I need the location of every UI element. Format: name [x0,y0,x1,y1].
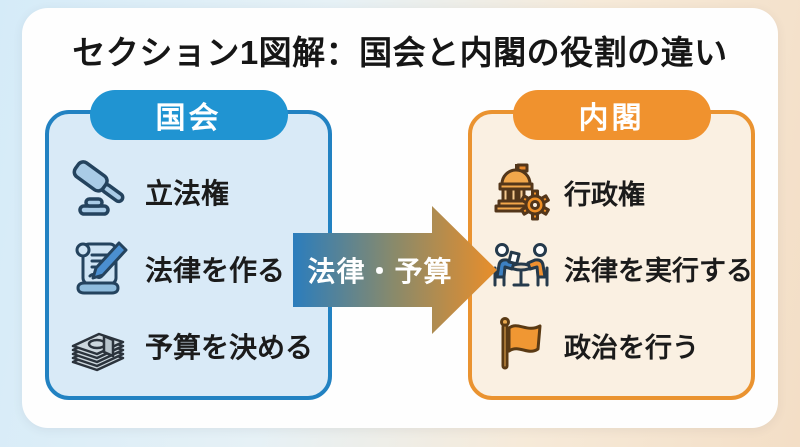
cabinet-panel-rows: 行政権 [472,154,753,384]
cabinet-panel: 内閣 [468,90,755,400]
list-item-label: 法律を作る [145,254,286,286]
list-item-label: 政治を行う [564,333,699,364]
list-item: 法律を作る [49,236,328,302]
cabinet-panel-header: 内閣 [512,90,711,140]
arrow-label: 法律・予算 [307,256,453,287]
list-item-label: 行政権 [564,179,645,210]
diet-panel: 国会 立法権 [45,90,332,400]
list-item: 行政権 [472,159,751,225]
government-building-icon [488,159,554,225]
list-item-label: 予算を決める [145,331,314,363]
meeting-icon [488,236,554,302]
list-item: 予算を決める [49,313,328,379]
list-item: 立法権 [49,159,328,225]
list-item-label: 法律を実行する [564,256,753,287]
list-item: 法律を実行する [472,236,753,302]
list-item-label: 立法権 [145,178,230,210]
diet-panel-rows: 立法権 法律を作る [49,154,328,384]
scroll-pen-icon [65,236,131,302]
flow-arrow: 法律・予算 [290,195,500,345]
list-item: 政治を行う [472,313,751,379]
gavel-icon [65,159,131,225]
arrow-shape [293,206,497,334]
flag-icon [488,313,554,379]
diet-panel-header: 国会 [89,90,288,140]
page-title: セクション1図解：国会と内閣の役割の違い [72,34,728,71]
money-stack-icon [65,313,131,379]
